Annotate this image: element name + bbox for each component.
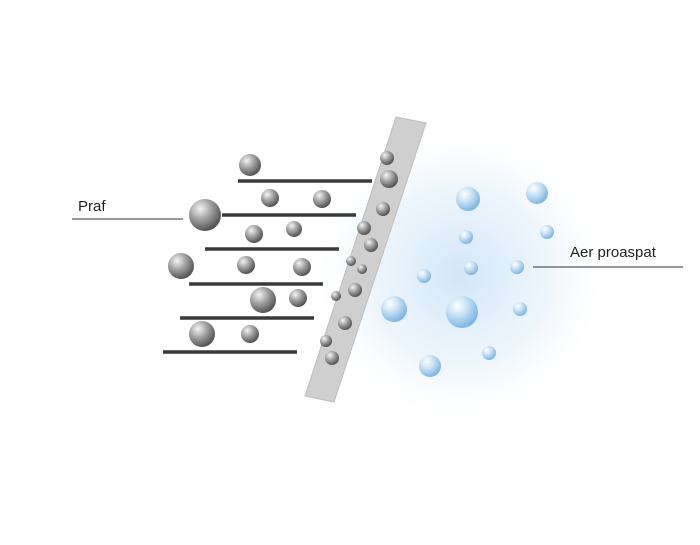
trapped-dust-particle bbox=[346, 256, 356, 266]
dust-particle bbox=[250, 287, 276, 313]
dust-particle bbox=[168, 253, 194, 279]
trapped-dust-particle bbox=[331, 291, 341, 301]
trapped-dust-particle bbox=[364, 238, 378, 252]
trapped-dust-particle bbox=[380, 151, 394, 165]
dust-particle bbox=[289, 289, 307, 307]
dust-particle bbox=[189, 321, 215, 347]
fresh-air-label: Aer proaspat bbox=[570, 244, 656, 261]
dust-particle bbox=[189, 199, 221, 231]
trapped-dust-particle bbox=[320, 335, 332, 347]
air-particle bbox=[482, 346, 496, 360]
air-particle bbox=[417, 269, 431, 283]
trapped-dust-particle bbox=[325, 351, 339, 365]
air-particle bbox=[456, 187, 480, 211]
dust-particle bbox=[241, 325, 259, 343]
trapped-dust-particle bbox=[357, 221, 371, 235]
air-particle bbox=[526, 182, 548, 204]
dust-particle bbox=[237, 256, 255, 274]
filter-membrane bbox=[304, 116, 427, 403]
filter-layers bbox=[163, 179, 372, 354]
dust-particles bbox=[168, 151, 398, 365]
trapped-dust-particle bbox=[357, 264, 367, 274]
air-particle bbox=[510, 260, 524, 274]
air-particle bbox=[513, 302, 527, 316]
air-particle bbox=[381, 296, 407, 322]
dust-particle bbox=[261, 189, 279, 207]
trapped-dust-particle bbox=[338, 316, 352, 330]
trapped-dust-particle bbox=[348, 283, 362, 297]
dust-particle bbox=[245, 225, 263, 243]
trapped-dust-particle bbox=[380, 170, 398, 188]
air-particle bbox=[459, 230, 473, 244]
dust-particle bbox=[293, 258, 311, 276]
dust-label: Praf bbox=[78, 198, 106, 215]
air-particle bbox=[540, 225, 554, 239]
dust-particle bbox=[239, 154, 261, 176]
trapped-dust-particle bbox=[376, 202, 390, 216]
dust-particle bbox=[313, 190, 331, 208]
dust-particle bbox=[286, 221, 302, 237]
air-particles bbox=[381, 182, 554, 377]
air-particle bbox=[419, 355, 441, 377]
air-particle bbox=[446, 296, 478, 328]
air-particle bbox=[464, 261, 478, 275]
